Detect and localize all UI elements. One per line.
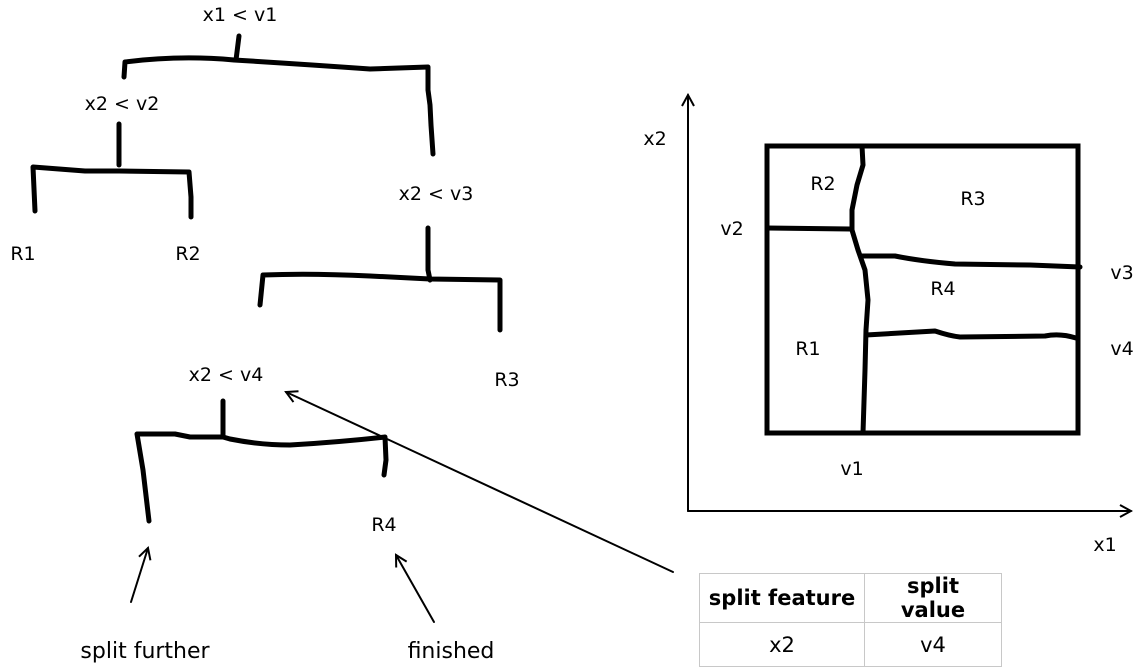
header-split-value: split value: [864, 573, 1002, 623]
left-node-branch: [30, 164, 194, 220]
region-r1: R1: [795, 338, 820, 360]
root-condition: x1 < v1: [203, 4, 278, 26]
sub-node-branch: [134, 431, 389, 524]
right-node-stem: [425, 225, 433, 283]
threshold-v2: v2: [720, 218, 743, 240]
split-line-v1: [849, 143, 871, 436]
leaf-r2: R2: [175, 243, 200, 265]
split-line-v2: [764, 225, 853, 232]
right-node-condition: x2 < v3: [399, 183, 474, 205]
table-to-node-arrow: [286, 392, 674, 573]
split-further-arrow: [130, 548, 148, 603]
split-line-v4: [863, 328, 1079, 341]
split-line-v3: [859, 253, 1083, 270]
region-r3: R3: [960, 188, 985, 210]
decision-tree: x1 < v1 x2 < v2 R1 R2 x2 < v3 R3 x2 < v4…: [10, 4, 674, 664]
y-axis-label: x2: [643, 128, 666, 150]
threshold-v1: v1: [840, 458, 863, 480]
cell-split-feature: x2: [699, 622, 865, 667]
feature-space-box: [764, 143, 1081, 436]
leaf-r1: R1: [10, 243, 35, 265]
threshold-v4: v4: [1110, 338, 1133, 360]
leaf-r4: R4: [371, 514, 396, 536]
region-r4: R4: [930, 278, 955, 300]
finished-arrow: [396, 555, 435, 623]
x-axis-label: x1: [1093, 534, 1116, 556]
region-r2: R2: [810, 173, 835, 195]
table-row: x2 v4: [699, 622, 1002, 667]
leaf-r3: R3: [494, 369, 519, 391]
root-branch: [121, 55, 436, 157]
threshold-v3: v3: [1110, 262, 1133, 284]
finished-label: finished: [408, 639, 495, 664]
split-table: split feature split value x2 v4: [699, 573, 1002, 667]
split-further-label: split further: [80, 639, 210, 664]
left-node-condition: x2 < v2: [85, 93, 160, 115]
cell-split-value: v4: [864, 622, 1002, 667]
sub-node-condition: x2 < v4: [189, 364, 264, 386]
root-stem: [233, 33, 242, 63]
split-table-header-row: split feature split value: [699, 573, 1002, 623]
partition-plot: x2 x1 R2 R3 R4 R1 v2 v3 v4 v1: [643, 95, 1134, 556]
right-node-branch: [257, 271, 503, 333]
header-split-feature: split feature: [699, 573, 865, 623]
